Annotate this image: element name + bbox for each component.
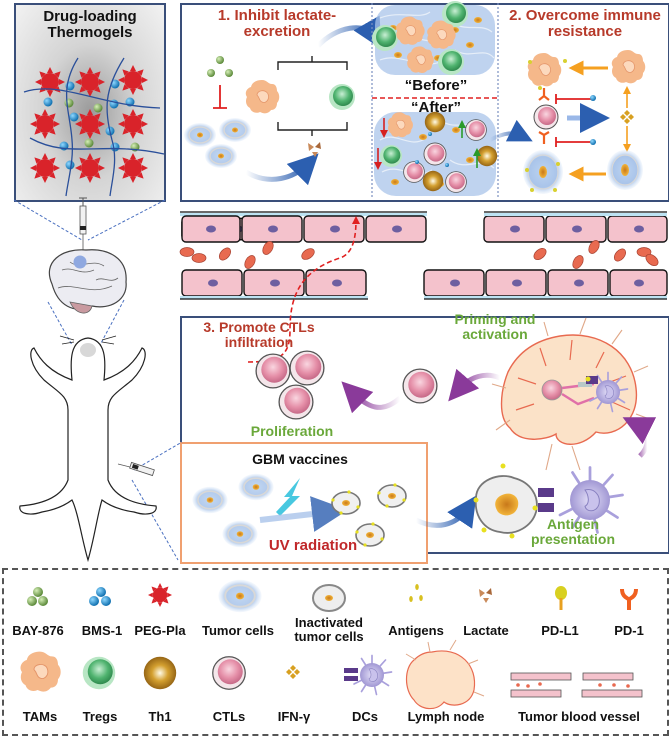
legend-label-ctls: CTLs [212,709,246,724]
bay-876-particles [207,56,233,77]
before-label: “Before” [404,77,468,94]
step1-title-line1: 1. Inhibit lactate- [217,7,337,24]
step2-title-line2: resistance [547,22,623,40]
priming-label: Priming and activation [440,312,550,341]
legend-label-tregs: Tregs [82,709,118,724]
tumor-blood-vessel-icon [510,672,643,698]
ifn-gamma-icon [286,665,300,679]
legend-label-bay-876: BAY-876 [12,623,64,638]
subcutaneous-syringe [117,461,155,477]
legend-label-lactate: Lactate [463,623,509,638]
ctl-icon [212,656,246,690]
antigen-presentation-line2: presentation [530,530,615,547]
peg-pla-icon [148,583,172,607]
vaccine-title: GBM vaccines [252,451,348,467]
legend-label-bms-1: BMS-1 [81,623,123,638]
legend-label-tumor-cells: Tumor cells [201,623,274,638]
uv-radiation-label: UV radiation [268,537,358,554]
bms-1-icon [89,587,111,606]
tumor-blood-vessel [179,211,668,300]
treg-icon [82,656,116,690]
step2-artwork [523,49,646,194]
infiltration-path [247,216,360,363]
step2-title-line1: 2. Overcome immune [509,7,661,24]
bay-876-icon [27,587,48,606]
step3-artwork [255,317,657,471]
dc-icon [344,654,393,696]
antigen-icon [409,584,423,602]
after-cluster [374,111,533,196]
legend-label-tumor-blood-vessel: Tumor blood vessel [518,709,640,724]
step1-title: 1. Inhibit lactate- excretion [192,8,362,40]
tumor-cell-icon [217,578,263,614]
step1-artwork [183,15,382,186]
antigen-presenting-cell [473,463,624,539]
vaccine-artwork [191,463,624,549]
lymph-node-icon [405,639,485,710]
pd-l1-icon [555,586,567,610]
legend-label-pd-l1: PD-L1 [541,623,579,638]
thermogel-network [23,57,165,197]
inhibit-symbol [213,85,227,109]
antigen-presentation-label: Antigen presentation [518,517,628,546]
legend-label-inactivated-line1: Inactivated [295,615,363,630]
thermogel-title-line1: Drug-loading [43,8,137,25]
syringe-brain [79,197,87,258]
legend-label-peg-pla: PEG-Pla [134,623,186,638]
pd-1-icon [620,588,638,610]
uv-bolt-icon [276,478,300,516]
legend-label-pd-1: PD-1 [614,623,644,638]
lymph-node [491,317,653,471]
step1-title-line2: excretion [243,22,311,40]
legend-label-lymph-node: Lymph node [407,709,485,724]
th1-icon [143,656,177,690]
priming-label-line2: activation [462,325,528,342]
legend-icons [20,578,643,710]
before-cluster [372,1,495,75]
inactivated-tumor-cell-icon [312,584,346,612]
proliferation-label: Proliferation [250,423,334,439]
thermogel-title: Drug-loading Thermogels [14,9,166,41]
tam-icon [20,651,62,693]
legend-label-antigens: Antigens [388,623,444,638]
legend-label-dcs: DCs [351,709,378,724]
legend-label-inactivated-tumor-cells: Inactivated tumor cells [286,616,372,643]
mouse-icon [19,335,157,563]
priming-label-line1: Priming and [454,311,536,327]
antigen-presentation-line1: Antigen [546,516,600,532]
zoom-lines [13,199,183,561]
legend-label-inactivated-line2: tumor cells [294,628,364,644]
step3-title: 3. Promote CTLs infiltration [194,320,324,349]
legend-label-ifn-gamma: IFN-γ [277,709,311,724]
brain-icon [48,249,127,314]
step2-title: 2. Overcome immune resistance [500,8,669,40]
legend-label-tams: TAMs [22,709,58,724]
step3-title-line1: 3. Promote CTLs [203,319,315,335]
lactate-icon [479,588,492,603]
step3-title-line2: infiltration [224,333,294,350]
thermogel-title-line2: Thermogels [47,23,133,41]
after-label: “After” [410,99,461,116]
legend-label-th1: Th1 [148,709,172,724]
